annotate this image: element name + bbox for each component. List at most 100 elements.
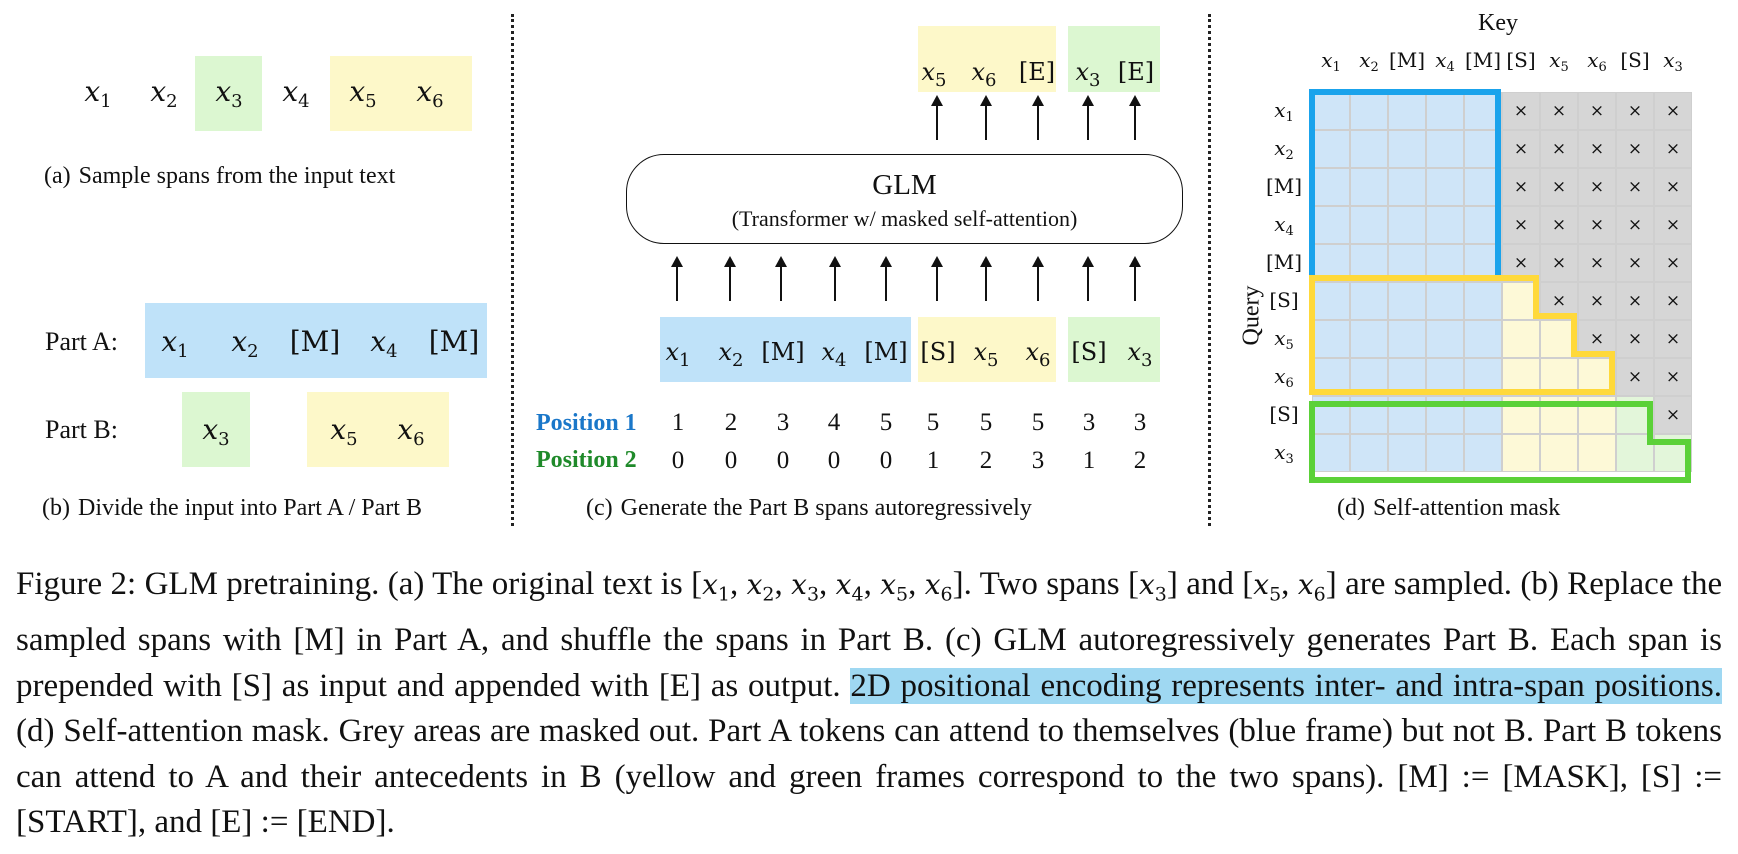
masked-cell: ×: [1578, 92, 1616, 130]
separator-line: [511, 14, 514, 526]
attend-cell: [1426, 282, 1464, 320]
masked-cell: ×: [1540, 130, 1578, 168]
position1-value: 3: [1082, 409, 1096, 436]
masked-cell: ×: [1654, 358, 1692, 396]
position1-value: 5: [979, 409, 993, 436]
output-token: [E]: [1018, 58, 1056, 86]
position1-value: 4: [827, 409, 841, 436]
attend-cell: [1388, 282, 1426, 320]
attend-cell: [1350, 130, 1388, 168]
attend-cell: [1312, 168, 1350, 206]
key-token: x4: [1435, 48, 1455, 75]
separator-line: [1208, 14, 1211, 526]
figure-caption: Figure 2: GLM pretraining. (a) The origi…: [16, 562, 1722, 846]
position1-value: 5: [926, 409, 940, 436]
position2-value: 0: [671, 447, 685, 474]
part-a-token: [M]: [428, 325, 480, 358]
masked-cell: ×: [1540, 92, 1578, 130]
part-b-box-x5-x6: [307, 392, 449, 467]
key-token: [S]: [1506, 48, 1536, 72]
arrow-up: [671, 256, 683, 301]
arrow-up: [980, 256, 992, 301]
caption-sentence: GLM pretraining. (a) The original text i…: [144, 566, 683, 602]
part-b-token: x3: [202, 413, 230, 450]
position1-value: 3: [1133, 409, 1147, 436]
query-token: x2: [1274, 136, 1294, 163]
masked-cell: ×: [1578, 130, 1616, 168]
input-token: x1: [665, 338, 691, 371]
caption-b: (b)Divide the input into Part A / Part B: [42, 495, 422, 521]
output-token: x3: [1075, 58, 1101, 91]
key-token: [M]: [1388, 48, 1426, 72]
masked-cell: ×: [1616, 244, 1654, 282]
input-box-span1: [918, 317, 1056, 382]
part-a-token: x1: [161, 325, 189, 362]
masked-cell: ×: [1654, 206, 1692, 244]
input-token: x4: [821, 338, 847, 371]
masked-cell: ×: [1578, 168, 1616, 206]
caption-sentence: and: [1186, 566, 1234, 602]
part-a-label: Part A:: [45, 327, 118, 356]
masked-cell: ×: [1540, 206, 1578, 244]
attend-cell: [1426, 92, 1464, 130]
attend-cell: [1426, 434, 1464, 472]
token-x3: x3: [215, 75, 243, 112]
blue-frame: [1309, 89, 1501, 281]
output-token: x5: [921, 58, 947, 91]
input-box-span2: [1068, 317, 1160, 382]
position1-label: Position 1: [536, 410, 637, 436]
key-token: [M]: [1464, 48, 1502, 72]
masked-cell: ×: [1654, 244, 1692, 282]
token-x4: x4: [282, 75, 310, 112]
position1-value: 5: [1031, 409, 1045, 436]
masked-cell: ×: [1616, 130, 1654, 168]
masked-cell: ×: [1578, 282, 1616, 320]
caption-d: (d)Self-attention mask: [1337, 495, 1561, 521]
query-token: [S]: [1269, 288, 1299, 312]
attend-cell: [1540, 434, 1578, 472]
input-token: [S]: [920, 338, 956, 366]
part-a-box: [145, 303, 487, 378]
attend-cell: [1350, 206, 1388, 244]
token-x6: x6: [416, 75, 444, 112]
attend-cell: [1426, 320, 1464, 358]
part-a-token: [M]: [289, 325, 341, 358]
arrow-up: [880, 256, 892, 301]
masked-cell: ×: [1502, 130, 1540, 168]
model-subtitle: (Transformer w/ masked self-attention): [731, 206, 1078, 231]
span-box-x3: [195, 56, 262, 131]
arrow-up: [980, 95, 992, 140]
attend-cell: [1426, 206, 1464, 244]
attend-cell: [1388, 130, 1426, 168]
arrow-up: [775, 256, 787, 301]
yellow-frame: [1309, 275, 1615, 395]
query-token: x5: [1274, 326, 1294, 353]
position1-value: 1: [671, 409, 685, 436]
key-token: x6: [1587, 48, 1607, 75]
key-token: x5: [1549, 48, 1569, 75]
part-b-token: x5: [330, 413, 358, 450]
glm-model-box: GLM (Transformer w/ masked self-attentio…: [626, 154, 1183, 244]
position2-value: 2: [979, 447, 993, 474]
arrow-up: [931, 95, 943, 140]
output-token: [E]: [1117, 58, 1155, 86]
arrow-up: [931, 256, 943, 301]
attend-cell: [1464, 320, 1502, 358]
mask-frames: [1309, 89, 1691, 483]
masked-cell: ×: [1578, 244, 1616, 282]
masked-cell: ×: [1578, 206, 1616, 244]
masked-cell: ×: [1654, 168, 1692, 206]
token-x1: x1: [84, 75, 112, 112]
caption-math: [x5, x6]: [1242, 566, 1337, 606]
caption-sentence: (d) Self-attention mask. Grey areas are …: [16, 713, 1722, 841]
masked-cell: ×: [1654, 282, 1692, 320]
attend-cell: [1350, 92, 1388, 130]
output-box-span1: [918, 26, 1056, 92]
attend-cell: [1388, 206, 1426, 244]
highlighted-sentence: 2D positional encoding represents inter-…: [850, 667, 1722, 704]
position1-value: 2: [724, 409, 738, 436]
masked-cell: ×: [1502, 92, 1540, 130]
query-token: [M]: [1265, 174, 1303, 198]
arrow-up: [724, 256, 736, 301]
attend-cell: [1426, 168, 1464, 206]
